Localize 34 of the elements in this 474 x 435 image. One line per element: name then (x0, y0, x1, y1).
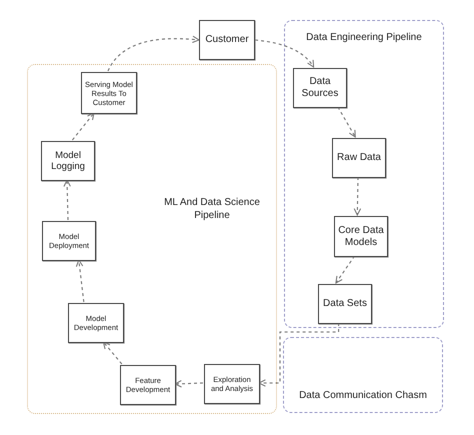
box-label: Model Logging (50, 150, 86, 172)
group-title: Data Engineering Pipeline (306, 31, 422, 44)
process-box (199, 20, 255, 60)
arrow (76, 259, 84, 302)
process-box (293, 68, 347, 108)
arrow (354, 177, 362, 216)
process-box (204, 364, 260, 404)
process-box (332, 138, 386, 178)
box-label: Data Sets (323, 298, 367, 310)
process-box (334, 216, 388, 257)
process-box (318, 284, 372, 324)
process-box (81, 72, 137, 114)
arrow (254, 39, 314, 68)
arrow (63, 179, 71, 220)
group-frame (27, 64, 277, 414)
group-frame (284, 20, 444, 328)
process-box (68, 303, 124, 343)
group-title: ML And Data Science Pipeline (163, 196, 261, 222)
process-box (42, 221, 96, 261)
group-title: Data Communication Chasm (299, 389, 427, 402)
arrow (335, 256, 356, 284)
arrow (174, 380, 204, 388)
box-label: Raw Data (337, 152, 381, 164)
group-frame (283, 337, 443, 413)
box-label: Core Data Models (337, 224, 385, 248)
box-label: Data Sources (300, 76, 340, 100)
arrow (102, 341, 122, 364)
arrow (258, 323, 340, 387)
process-box (41, 141, 95, 181)
arrow (337, 106, 356, 138)
arrow (108, 36, 200, 72)
process-box (120, 365, 176, 405)
arrow (72, 112, 95, 140)
box-label: Customer (205, 34, 249, 46)
